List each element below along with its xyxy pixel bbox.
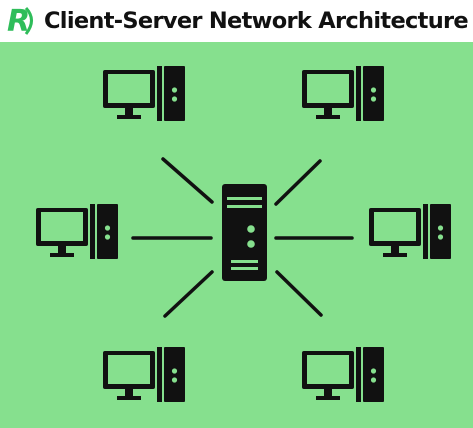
header-bar: R Client-Server Network Architecture [0, 0, 473, 42]
desktop-computer-icon [36, 204, 118, 259]
link-bottom-left [163, 270, 214, 318]
svg-text:R: R [7, 4, 30, 38]
connection-lines [131, 157, 354, 318]
desktop-computer-icon [302, 66, 384, 121]
desktop-computer-icon [103, 66, 185, 121]
server-tower-icon [222, 184, 267, 281]
desktop-computer-icon [302, 347, 384, 402]
link-bottom-right [275, 270, 323, 317]
desktop-computer-icon [369, 204, 451, 259]
network-diagram [36, 66, 451, 402]
r-logo-icon: R [7, 4, 33, 38]
diagram-canvas [0, 42, 473, 428]
link-top-right [274, 159, 322, 206]
diagram-title: Client-Server Network Architecture [44, 8, 469, 34]
link-top-left [161, 157, 214, 204]
desktop-computer-icon [103, 347, 185, 402]
